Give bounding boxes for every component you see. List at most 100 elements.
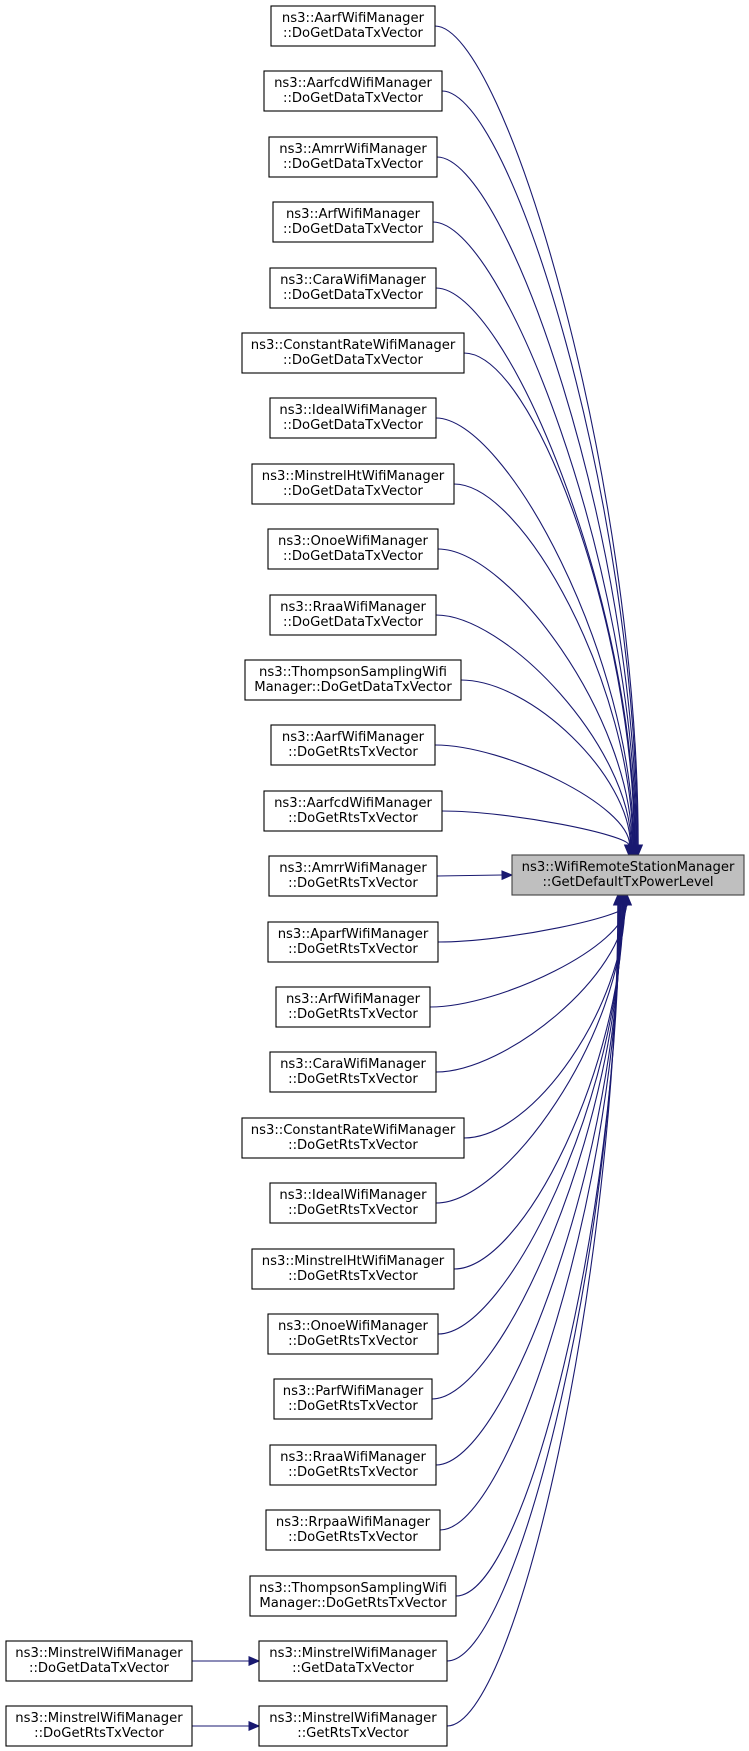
- outer-caller-node-ns3-minstrelwifimanager-dogetdatatxvector-label-line-1: ns3::MinstrelWifiManager: [15, 1646, 183, 1661]
- caller-node-ns3-carawifimanager-dogetrtstxvector[interactable]: ns3::CaraWifiManager::DoGetRtsTxVector: [269, 1051, 437, 1093]
- call-edge-c1: [441, 90, 638, 846]
- caller-node-ns3-minstrelwifimanager-getrtstxvector-box: [258, 1705, 448, 1747]
- caller-node-ns3-parfwifimanager-dogetrtstxvector[interactable]: ns3::ParfWifiManager::DoGetRtsTxVector: [273, 1378, 433, 1420]
- call-edge-c9: [435, 614, 632, 846]
- caller-node-ns3-aarfcdwifimanager-dogetrtstxvector[interactable]: ns3::AarfcdWifiManager::DoGetRtsTxVector: [263, 790, 443, 832]
- caller-node-ns3-minstrelwifimanager-getdatatxvector[interactable]: ns3::MinstrelWifiManager::GetDataTxVecto…: [258, 1640, 448, 1682]
- caller-node-ns3-rrpaawifimanager-dogetrtstxvector[interactable]: ns3::RrpaaWifiManager::DoGetRtsTxVector: [265, 1509, 441, 1551]
- arrowhead-c13: [501, 870, 514, 881]
- caller-node-ns3-aparfwifimanager-dogetrtstxvector-label-line-1: ns3::AparfWifiManager: [278, 927, 429, 942]
- caller-node-ns3-thompsonsamplingwifi-manager-dogetdatatxvector-label-line-2: Manager::DoGetDataTxVector: [254, 680, 452, 695]
- caller-node-ns3-arfwifimanager-dogetdatatxvector-label-line-2: ::DoGetDataTxVector: [283, 222, 424, 237]
- target-node-get-default-tx-power-level-label-line-1: ns3::WifiRemoteStationManager: [522, 860, 735, 875]
- graph-nodes: ns3::AarfWifiManager::DoGetDataTxVectorn…: [5, 5, 745, 1747]
- caller-node-ns3-thompsonsamplingwifi-manager-dogetrtstxvector-label-line-1: ns3::ThompsonSamplingWifi: [259, 1581, 447, 1596]
- caller-node-ns3-onoewifimanager-dogetrtstxvector-label-line-2: ::DoGetRtsTxVector: [288, 1334, 418, 1349]
- caller-node-ns3-idealwifimanager-dogetdatatxvector[interactable]: ns3::IdealWifiManager::DoGetDataTxVector: [269, 397, 437, 439]
- caller-node-ns3-idealwifimanager-dogetrtstxvector-label-line-1: ns3::IdealWifiManager: [279, 1188, 427, 1203]
- caller-node-ns3-constantratewifimanager-dogetdatatxvector[interactable]: ns3::ConstantRateWifiManager::DoGetDataT…: [241, 332, 465, 374]
- caller-node-ns3-parfwifimanager-dogetrtstxvector-label-line-1: ns3::ParfWifiManager: [283, 1384, 424, 1399]
- outer-caller-node-ns3-minstrelwifimanager-dogetrtstxvector-label-line-2: ::DoGetRtsTxVector: [34, 1726, 164, 1741]
- caller-node-ns3-onoewifimanager-dogetrtstxvector[interactable]: ns3::OnoeWifiManager::DoGetRtsTxVector: [267, 1313, 439, 1355]
- caller-node-ns3-aparfwifimanager-dogetrtstxvector[interactable]: ns3::AparfWifiManager::DoGetRtsTxVector: [267, 921, 439, 963]
- caller-node-ns3-aarfwifimanager-dogetrtstxvector-box: [270, 724, 436, 766]
- caller-node-ns3-rraawifimanager-dogetdatatxvector-box: [269, 594, 437, 636]
- caller-node-ns3-rraawifimanager-dogetrtstxvector[interactable]: ns3::RraaWifiManager::DoGetRtsTxVector: [269, 1444, 437, 1486]
- caller-node-ns3-idealwifimanager-dogetdatatxvector-label-line-1: ns3::IdealWifiManager: [279, 403, 427, 418]
- caller-node-ns3-minstrelwifimanager-getrtstxvector-label-line-1: ns3::MinstrelWifiManager: [269, 1711, 437, 1726]
- caller-node-ns3-minstrelwifimanager-getdatatxvector-label-line-1: ns3::MinstrelWifiManager: [269, 1646, 437, 1661]
- outer-caller-node-ns3-minstrelwifimanager-dogetrtstxvector-label-line-1: ns3::MinstrelWifiManager: [15, 1711, 183, 1726]
- caller-node-ns3-aarfcdwifimanager-dogetrtstxvector-box: [263, 790, 443, 832]
- call-edge-c22: [435, 904, 622, 1466]
- caller-node-ns3-minstrelhtwifimanager-dogetrtstxvector-box: [251, 1248, 455, 1290]
- caller-node-ns3-carawifimanager-dogetdatatxvector[interactable]: ns3::CaraWifiManager::DoGetDataTxVector: [269, 267, 437, 309]
- call-edge-c7: [453, 483, 634, 846]
- caller-node-ns3-amrrwifimanager-dogetrtstxvector-label-line-2: ::DoGetRtsTxVector: [288, 876, 418, 891]
- caller-node-ns3-minstrelwifimanager-getrtstxvector[interactable]: ns3::MinstrelWifiManager::GetRtsTxVector: [258, 1705, 448, 1747]
- caller-node-ns3-amrrwifimanager-dogetrtstxvector[interactable]: ns3::AmrrWifiManager::DoGetRtsTxVector: [268, 855, 438, 897]
- call-edge-c3: [432, 221, 637, 846]
- caller-node-ns3-idealwifimanager-dogetrtstxvector-box: [269, 1182, 437, 1224]
- caller-node-ns3-minstrelhtwifimanager-dogetdatatxvector-box: [251, 463, 455, 505]
- caller-node-ns3-aarfcdwifimanager-dogetdatatxvector[interactable]: ns3::AarfcdWifiManager::DoGetDataTxVecto…: [263, 70, 443, 112]
- target-node-get-default-tx-power-level-label-line-2: ::GetDefaultTxPowerLevel: [542, 875, 713, 890]
- call-edge-c10: [460, 679, 631, 846]
- caller-node-ns3-aarfwifimanager-dogetrtstxvector[interactable]: ns3::AarfWifiManager::DoGetRtsTxVector: [270, 724, 436, 766]
- caller-node-ns3-aparfwifimanager-dogetrtstxvector-label-line-2: ::DoGetRtsTxVector: [288, 942, 418, 957]
- caller-node-ns3-aarfwifimanager-dogetdatatxvector-label-line-2: ::DoGetDataTxVector: [283, 26, 424, 41]
- caller-node-ns3-constantratewifimanager-dogetrtstxvector[interactable]: ns3::ConstantRateWifiManager::DoGetRtsTx…: [241, 1117, 465, 1159]
- call-edge-c2: [436, 156, 638, 846]
- caller-node-ns3-thompsonsamplingwifi-manager-dogetrtstxvector[interactable]: ns3::ThompsonSamplingWifiManager::DoGetR…: [249, 1575, 457, 1617]
- target-node-get-default-tx-power-level[interactable]: ns3::WifiRemoteStationManager::GetDefaul…: [511, 854, 745, 896]
- outer-caller-node-ns3-minstrelwifimanager-dogetrtstxvector[interactable]: ns3::MinstrelWifiManager::DoGetRtsTxVect…: [5, 1705, 193, 1747]
- call-edge-c0: [434, 25, 639, 846]
- arrowhead-o0: [248, 1656, 261, 1666]
- caller-node-ns3-amrrwifimanager-dogetdatatxvector-box: [268, 136, 438, 178]
- caller-node-ns3-rraawifimanager-dogetrtstxvector-box: [269, 1444, 437, 1486]
- caller-node-ns3-rrpaawifimanager-dogetrtstxvector-box: [265, 1509, 441, 1551]
- caller-node-ns3-idealwifimanager-dogetrtstxvector[interactable]: ns3::IdealWifiManager::DoGetRtsTxVector: [269, 1182, 437, 1224]
- outer-caller-node-ns3-minstrelwifimanager-dogetdatatxvector[interactable]: ns3::MinstrelWifiManager::DoGetDataTxVec…: [5, 1640, 193, 1682]
- arrowhead-c26: [612, 893, 623, 906]
- caller-node-ns3-aarfcdwifimanager-dogetdatatxvector-box: [263, 70, 443, 112]
- caller-node-ns3-minstrelhtwifimanager-dogetrtstxvector-label-line-1: ns3::MinstrelHtWifiManager: [262, 1254, 445, 1269]
- call-edge-c14: [437, 904, 628, 943]
- arrowhead-o1: [248, 1721, 261, 1731]
- call-edge-c8: [437, 548, 633, 846]
- caller-node-ns3-onoewifimanager-dogetdatatxvector-label-line-1: ns3::OnoeWifiManager: [278, 534, 429, 549]
- caller-node-ns3-onoewifimanager-dogetrtstxvector-box: [267, 1313, 439, 1355]
- caller-node-ns3-aarfwifimanager-dogetdatatxvector[interactable]: ns3::AarfWifiManager::DoGetDataTxVector: [270, 5, 436, 47]
- caller-node-ns3-aarfwifimanager-dogetrtstxvector-label-line-2: ::DoGetRtsTxVector: [288, 745, 418, 760]
- caller-node-ns3-rraawifimanager-dogetdatatxvector[interactable]: ns3::RraaWifiManager::DoGetDataTxVector: [269, 594, 437, 636]
- caller-node-ns3-thompsonsamplingwifi-manager-dogetrtstxvector-box: [249, 1575, 457, 1617]
- call-edge-c13: [436, 874, 503, 877]
- call-edge-c15: [429, 904, 627, 1008]
- caller-node-ns3-onoewifimanager-dogetdatatxvector[interactable]: ns3::OnoeWifiManager::DoGetDataTxVector: [267, 528, 439, 570]
- caller-node-ns3-thompsonsamplingwifi-manager-dogetdatatxvector[interactable]: ns3::ThompsonSamplingWifiManager::DoGetD…: [244, 659, 462, 701]
- caller-node-ns3-carawifimanager-dogetrtstxvector-box: [269, 1051, 437, 1093]
- call-edges: [192, 25, 644, 1731]
- caller-node-ns3-arfwifimanager-dogetrtstxvector[interactable]: ns3::ArfWifiManager::DoGetRtsTxVector: [275, 986, 431, 1028]
- call-edge-c11: [434, 744, 631, 846]
- caller-node-ns3-minstrelhtwifimanager-dogetdatatxvector[interactable]: ns3::MinstrelHtWifiManager::DoGetDataTxV…: [251, 463, 455, 505]
- caller-node-ns3-carawifimanager-dogetrtstxvector-label-line-1: ns3::CaraWifiManager: [280, 1057, 426, 1072]
- arrowhead-c12: [623, 844, 634, 857]
- caller-node-ns3-minstrelhtwifimanager-dogetrtstxvector-label-line-2: ::DoGetRtsTxVector: [288, 1269, 418, 1284]
- caller-node-ns3-constantratewifimanager-dogetdatatxvector-label-line-1: ns3::ConstantRateWifiManager: [251, 338, 456, 353]
- caller-node-ns3-carawifimanager-dogetdatatxvector-box: [269, 267, 437, 309]
- caller-node-ns3-amrrwifimanager-dogetdatatxvector[interactable]: ns3::AmrrWifiManager::DoGetDataTxVector: [268, 136, 438, 178]
- caller-node-ns3-thompsonsamplingwifi-manager-dogetrtstxvector-label-line-2: Manager::DoGetRtsTxVector: [259, 1596, 447, 1611]
- caller-node-ns3-arfwifimanager-dogetdatatxvector[interactable]: ns3::ArfWifiManager::DoGetDataTxVector: [272, 201, 434, 243]
- caller-node-ns3-aarfcdwifimanager-dogetrtstxvector-label-line-2: ::DoGetRtsTxVector: [288, 811, 418, 826]
- call-edge-c23: [439, 904, 621, 1531]
- call-edge-c20: [437, 904, 624, 1335]
- caller-node-ns3-arfwifimanager-dogetrtstxvector-box: [275, 986, 431, 1028]
- call-edge-c4: [435, 287, 636, 846]
- caller-node-ns3-minstrelhtwifimanager-dogetrtstxvector[interactable]: ns3::MinstrelHtWifiManager::DoGetRtsTxVe…: [251, 1248, 455, 1290]
- caller-node-ns3-amrrwifimanager-dogetdatatxvector-label-line-2: ::DoGetDataTxVector: [283, 157, 424, 172]
- caller-node-ns3-amrrwifimanager-dogetdatatxvector-label-line-1: ns3::AmrrWifiManager: [279, 142, 427, 157]
- call-edge-c12: [441, 810, 630, 846]
- call-edge-c26: [446, 904, 619, 1727]
